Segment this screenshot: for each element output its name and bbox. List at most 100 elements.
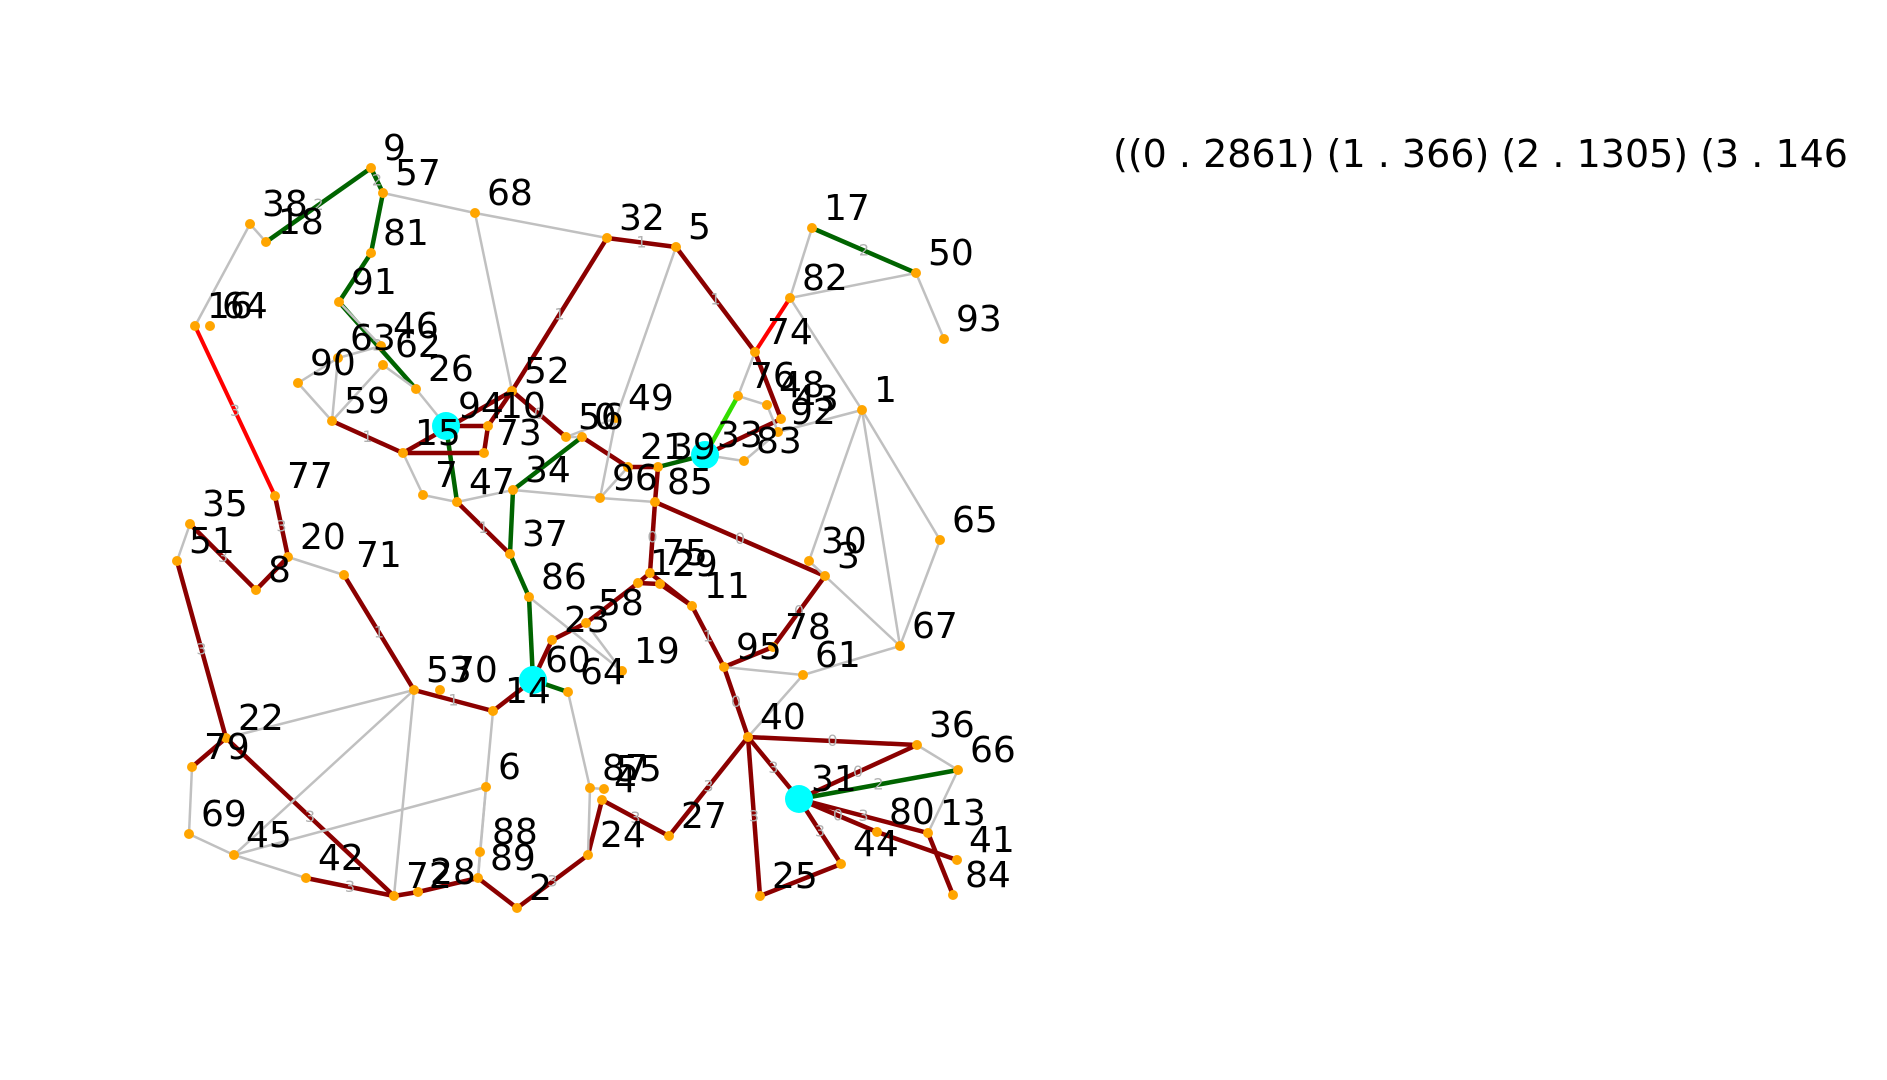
edge-68-52	[473, 212, 514, 392]
node-20	[283, 552, 293, 562]
edge-82-1	[788, 297, 864, 411]
edge-3-78	[771, 574, 827, 649]
node-label-15: 15	[415, 413, 461, 454]
edge-4-24	[585, 799, 605, 856]
node-label-85: 85	[667, 462, 713, 503]
edge-59-15	[331, 418, 404, 456]
node-label-82: 82	[802, 258, 848, 299]
edge-65-1	[860, 409, 942, 541]
edge-weight-label: 1	[703, 627, 713, 646]
edge-81-91	[337, 251, 373, 304]
edge-weight-label: 0	[534, 404, 544, 423]
node-label-50: 50	[928, 233, 974, 274]
node-label-7: 7	[435, 455, 458, 496]
node-25	[755, 891, 765, 901]
node-label-71: 71	[356, 535, 402, 576]
edge-96-34	[512, 488, 601, 500]
edge-20-77	[272, 495, 291, 558]
edge-79-22	[190, 736, 228, 769]
node-label-75: 75	[662, 533, 708, 574]
node-label-6: 6	[498, 747, 521, 788]
node-13	[923, 828, 933, 838]
edge-19-58	[585, 622, 623, 672]
node-49	[611, 413, 621, 423]
edge-53-14	[413, 687, 494, 714]
edge-69-79	[187, 766, 194, 835]
node-64-top	[205, 321, 215, 331]
edge-weight-label: 3	[276, 517, 286, 536]
node-44	[836, 859, 846, 869]
edge-weight-label: 1	[374, 623, 384, 642]
edge-67-65	[898, 539, 942, 647]
node-label-96: 96	[612, 458, 658, 499]
edge-13-84	[925, 832, 956, 896]
node-label-19: 19	[634, 631, 680, 672]
edge-23-58	[550, 620, 588, 643]
node-label-92: 92	[790, 392, 836, 433]
node-70	[435, 685, 445, 695]
edge-weight-label: 0	[833, 806, 843, 825]
edge-61-67	[802, 644, 901, 677]
node-label-94: 94	[458, 386, 504, 427]
node-label-78: 78	[785, 607, 831, 648]
edge-66-13	[926, 769, 960, 834]
edge-77-16	[193, 325, 277, 497]
edge-weight-label: 0	[731, 692, 741, 711]
node-76	[733, 391, 743, 401]
node-label-2: 2	[529, 868, 552, 909]
edge-74-43	[752, 351, 784, 420]
edge-weight-label: 3	[218, 547, 228, 566]
node-87	[585, 783, 595, 793]
node-43	[776, 414, 786, 424]
edge-26-62	[382, 363, 417, 391]
edge-weight-label: 3	[305, 807, 315, 826]
node-63	[333, 353, 343, 363]
node-label-26: 26	[428, 349, 474, 390]
edge-59-63	[330, 357, 340, 422]
node-41	[952, 855, 962, 865]
node-label-88: 88	[492, 812, 538, 853]
node-47	[452, 497, 462, 507]
node-label-87: 87	[602, 748, 648, 789]
node-label-27: 27	[681, 796, 727, 837]
edge-71-53	[342, 573, 416, 692]
edge-weight-label: 3	[196, 640, 206, 659]
node-label-60: 60	[545, 640, 591, 681]
node-label-95: 95	[736, 627, 782, 668]
node-9	[366, 163, 376, 173]
node-89	[473, 873, 483, 883]
node-95	[719, 662, 729, 672]
nodes-layer	[172, 163, 963, 913]
edge-weight-label: 2	[859, 241, 869, 260]
edge-89-28	[417, 875, 479, 895]
node-label-20: 20	[300, 517, 346, 558]
edge-96-85	[599, 496, 656, 504]
node-label-30: 30	[821, 521, 867, 562]
edge-61-95	[723, 665, 804, 677]
node-84	[948, 890, 958, 900]
edge-44-25	[759, 861, 842, 899]
node-55	[599, 784, 609, 794]
node-66	[953, 765, 963, 775]
edge-76-48	[737, 394, 768, 407]
node-label-22: 22	[238, 698, 284, 739]
edge-67-1	[860, 409, 902, 647]
node-label-90: 90	[310, 343, 356, 384]
edge-weight-label: 3	[547, 872, 557, 891]
node-59	[327, 416, 337, 426]
node-1	[857, 405, 867, 415]
node-label-67: 67	[912, 606, 958, 647]
edge-87-24	[586, 787, 592, 856]
node-label-13: 13	[940, 793, 986, 834]
node-label-93: 93	[956, 299, 1002, 340]
edge-50-93	[914, 272, 946, 340]
node-label-21: 21	[640, 427, 686, 468]
edge-46-91	[338, 301, 382, 347]
node-22	[221, 733, 231, 743]
node-label-86: 86	[541, 557, 587, 598]
node-label-72: 72	[406, 856, 452, 897]
node-label-35: 35	[202, 484, 248, 525]
edge-weight-label: 1	[710, 290, 720, 309]
edge-weight-label: 1	[362, 427, 372, 446]
node-label-29: 29	[672, 544, 718, 585]
